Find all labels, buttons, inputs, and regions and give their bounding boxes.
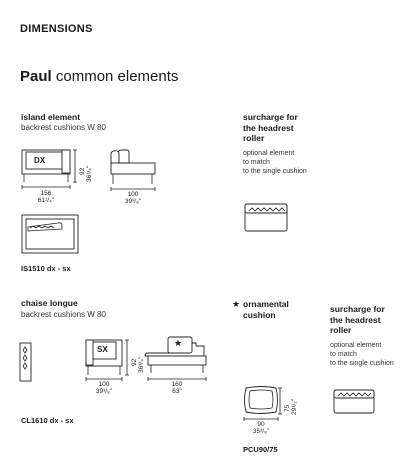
island-height-dim: 92 xyxy=(79,167,86,175)
chaise-height-dim-in: 36¹/₄" xyxy=(138,356,145,373)
chaise-code: CL1610 dx - sx xyxy=(21,416,74,425)
chaise-subtitle: backrest cushions W 80 xyxy=(21,310,106,319)
island-subtitle: backrest cushions W 80 xyxy=(21,123,106,132)
chaise-title: chaise longue xyxy=(21,298,78,308)
island-code: IS1510 dx - sx xyxy=(21,264,71,273)
chaise-badge: SX xyxy=(97,345,108,354)
island-height-dim-in: 36¹/₄" xyxy=(86,165,93,182)
island-side-seat xyxy=(110,162,156,175)
chaise-top-arm xyxy=(19,342,32,382)
chaise-height-dim: 92 xyxy=(131,358,138,366)
ornamental-height-dim-in: 29¹/₂" xyxy=(291,398,298,415)
island-front-arm xyxy=(61,149,71,174)
chaise-side-cushion xyxy=(167,336,193,354)
ornamental-code: PCU90/75 xyxy=(243,445,278,454)
page-header: DIMENSIONS xyxy=(20,23,93,35)
section-subtitle: common elements xyxy=(55,68,179,85)
ornamental-height-dim: 75 xyxy=(284,404,291,412)
ornamental-cushion-drawing xyxy=(244,386,278,414)
island-title: island element xyxy=(21,112,81,122)
ornamental-star-icon: ★ xyxy=(232,299,241,309)
section-title: Paul common elements xyxy=(20,68,178,85)
product-name: Paul xyxy=(20,68,52,85)
island-badge: DX xyxy=(34,156,46,165)
chaise-star-icon: ★ xyxy=(174,338,183,348)
